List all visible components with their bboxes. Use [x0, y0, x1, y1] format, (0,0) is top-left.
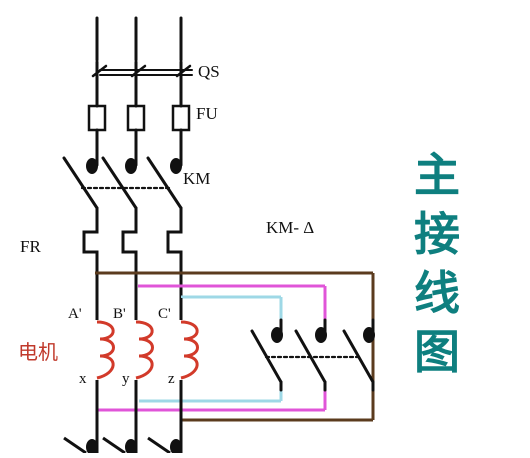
title-char-3: 线	[414, 266, 460, 320]
title-char-1: 主	[414, 148, 460, 202]
buses	[95, 271, 375, 422]
winding-a	[96, 320, 115, 380]
winding-b	[135, 320, 154, 380]
title-char-2: 接	[414, 207, 460, 261]
fr-thermal-relay	[82, 206, 183, 300]
terminal-x: x	[79, 371, 87, 387]
km-contact-dots	[86, 158, 182, 174]
km-delta-label: KM- Δ	[266, 218, 314, 237]
bottom-contacts	[63, 436, 182, 455]
km-delta-contacts	[250, 318, 375, 392]
qs-switch	[91, 60, 193, 96]
km-contacts	[62, 150, 183, 210]
fr-label: FR	[20, 237, 41, 256]
qs-label: QS	[198, 62, 220, 81]
terminal-z: z	[168, 371, 175, 387]
terminal-b-prime: B'	[113, 306, 126, 322]
motor-label: 电机	[18, 340, 58, 364]
wiring	[62, 16, 193, 300]
fu-fuses	[87, 92, 191, 154]
title-char-4: 图	[414, 325, 460, 379]
terminal-a-prime: A'	[68, 306, 82, 322]
terminal-c-prime: C'	[158, 306, 171, 322]
terminal-y: y	[122, 371, 130, 387]
winding-c	[180, 320, 199, 380]
motor-windings	[95, 298, 199, 453]
km-delta-contact-dots	[271, 327, 375, 343]
km-label: KM	[183, 169, 210, 188]
fu-label: FU	[196, 104, 218, 123]
